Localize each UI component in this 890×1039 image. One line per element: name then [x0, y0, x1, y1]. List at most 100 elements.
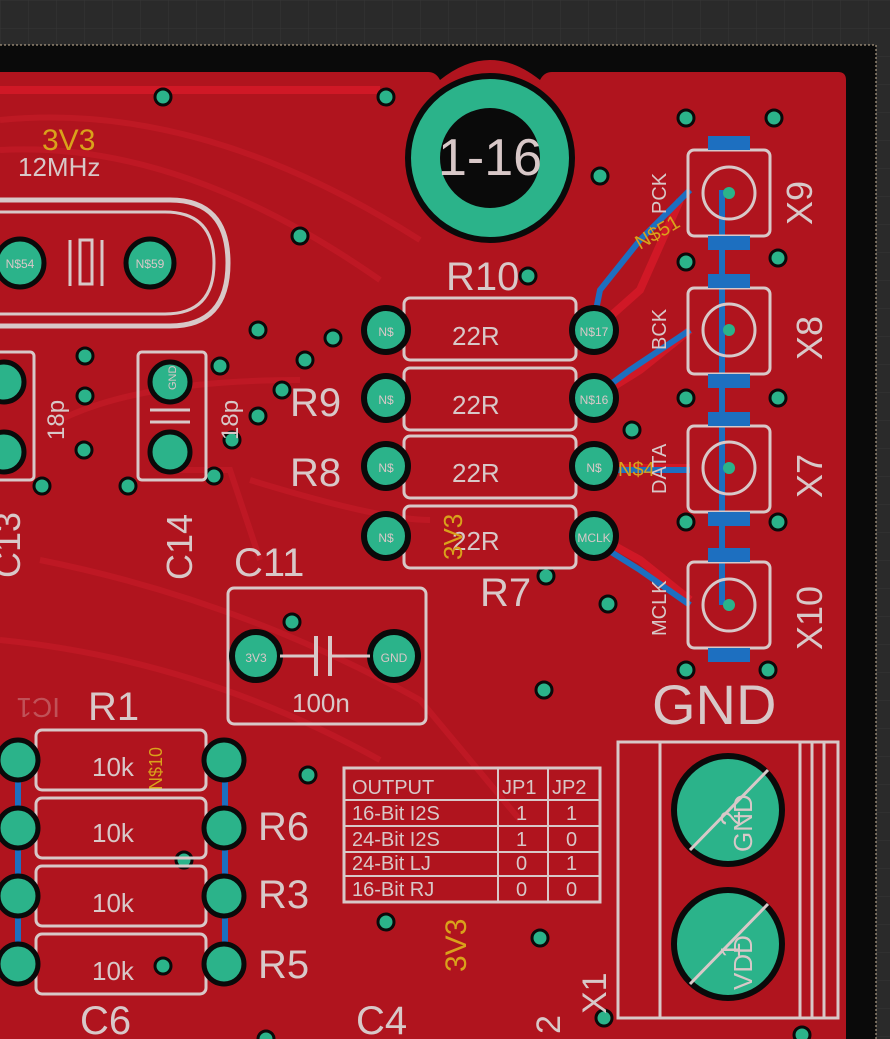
- x10-label: X10: [789, 586, 830, 650]
- terminal-vdd-label: VDD: [728, 935, 758, 990]
- terminal-pin2-number: 2: [715, 810, 746, 826]
- resistor-r7[interactable]: R7 22R MCLK N$: [361, 504, 619, 615]
- r8-pad-left: N$: [378, 461, 394, 475]
- c11-pad-2: GND: [381, 651, 408, 665]
- r1-value: 10k: [92, 752, 135, 782]
- table-cell: 1: [516, 829, 527, 851]
- r9-value: 22R: [452, 390, 500, 420]
- r5-label: R5: [258, 943, 309, 987]
- table-cell: 1: [566, 853, 577, 875]
- r9-pad-left: N$: [378, 393, 394, 407]
- rail-label-mid: 3V3: [438, 514, 468, 560]
- table-cell: 24-Bit LJ: [352, 853, 431, 875]
- table-cell: 0: [516, 879, 527, 901]
- r1-label: R1: [88, 685, 139, 729]
- table-cell: 1: [566, 803, 577, 825]
- resistor-r8[interactable]: R8 22R N$ N$: [290, 434, 619, 500]
- rail-label-bottom: 3V3: [440, 919, 473, 972]
- c11-label: C11: [234, 541, 304, 585]
- r8-value: 22R: [452, 458, 500, 488]
- table-cell: 16-Bit RJ: [352, 879, 434, 901]
- resistor-r3[interactable]: R3 10k: [0, 864, 309, 928]
- table-cell: 1: [516, 803, 527, 825]
- x7-label: X7: [789, 454, 830, 498]
- r7-pad-right: MCLK: [577, 531, 610, 545]
- pour-traces: [0, 114, 523, 822]
- capacitor-c14[interactable]: GND C14 18p: [136, 350, 244, 580]
- crystal-12mhz[interactable]: 3V3 12MHz N$54 N$59: [0, 124, 231, 329]
- table-cell: 16-Bit I2S: [352, 803, 440, 825]
- resistor-r5[interactable]: R5 10k: [0, 932, 309, 996]
- table-cell: 0: [566, 829, 577, 851]
- crystal-pad-1[interactable]: [0, 236, 47, 290]
- copper-pour: [0, 60, 846, 1039]
- connector-x8[interactable]: X8 BCK: [649, 274, 830, 388]
- resistor-r6[interactable]: R6 10k: [0, 796, 309, 860]
- gnd-label: GND: [652, 673, 776, 736]
- crystal-name: 3V3: [42, 124, 95, 157]
- ic1-label: IC1: [16, 692, 60, 723]
- table-cell: 0: [566, 879, 577, 901]
- r3-label: R3: [258, 873, 309, 917]
- r10-pad-right: N$17: [580, 325, 609, 339]
- c13-label: C13: [0, 512, 28, 578]
- x7-signal: DATA: [649, 443, 671, 494]
- r10-label: R10: [446, 255, 519, 299]
- c11-pad-1: 3V3: [245, 651, 267, 665]
- r6-label: R6: [258, 805, 309, 849]
- connector-x9[interactable]: X9 PCK: [649, 136, 820, 250]
- r3-value: 10k: [92, 888, 135, 918]
- net-label-n4: N$4: [618, 459, 655, 481]
- terminal-label: X1: [576, 972, 614, 1014]
- c11-value: 100n: [292, 688, 350, 718]
- crystal-value: 12MHz: [18, 152, 100, 182]
- c13-value: 18p: [43, 400, 70, 440]
- terminal-pin1-number: 1: [715, 942, 746, 958]
- c14-label: C14: [159, 514, 200, 580]
- table-header-output: OUTPUT: [352, 777, 434, 799]
- table-header-jp1: JP1: [502, 777, 536, 799]
- r8-label: R8: [290, 451, 341, 495]
- r6-value: 10k: [92, 818, 135, 848]
- r7-label: R7: [480, 571, 531, 615]
- r7-value: 22R: [452, 526, 500, 556]
- c6-label: C6: [80, 999, 131, 1039]
- table-header-jp2: JP2: [552, 777, 586, 799]
- crystal-pad-1-label: N$54: [6, 257, 35, 271]
- mount-hole[interactable]: 1-16: [405, 73, 575, 243]
- r9-label: R9: [290, 381, 341, 425]
- crystal-pad-2-label: N$59: [136, 257, 165, 271]
- r10-value: 22R: [452, 321, 500, 351]
- x9-label: X9: [779, 181, 820, 225]
- terminal-gnd-label: GND: [728, 794, 758, 852]
- net-label-n10: N$10: [146, 747, 166, 790]
- c4-label: C4: [356, 999, 407, 1039]
- x10-signal: MCLK: [649, 580, 671, 636]
- vias: [32, 87, 812, 1039]
- crystal-pad-2[interactable]: [123, 236, 177, 290]
- connector-x10[interactable]: X10 MCLK: [649, 548, 830, 662]
- resistor-r10[interactable]: R10 22R N$17 N$: [361, 255, 619, 362]
- capacitor-c11[interactable]: C11 100n 3V3 GND: [226, 541, 428, 726]
- r5-value: 10k: [92, 956, 135, 986]
- resistor-r1[interactable]: R1 10k: [0, 685, 247, 792]
- table-cell: 24-Bit I2S: [352, 829, 440, 851]
- c14-pad-label: GND: [167, 366, 179, 391]
- x9-signal: PCK: [649, 172, 671, 214]
- resistor-r9[interactable]: R9 22R N$16 N$: [290, 366, 619, 432]
- connector-x7[interactable]: X7 DATA: [649, 412, 830, 526]
- r9-pad-right: N$16: [580, 393, 609, 407]
- bottom-edge-label: 2: [530, 1015, 568, 1034]
- table-cell: 0: [516, 853, 527, 875]
- capacitor-c13[interactable]: C13 18p: [0, 350, 70, 578]
- r10-pad-left: N$: [378, 325, 394, 339]
- mount-hole-label: 1-16: [438, 129, 542, 187]
- crystal-symbol: [78, 238, 94, 286]
- jumper-table: OUTPUT JP1 JP2 16-Bit I2S 1 1 24-Bit I2S…: [342, 766, 602, 904]
- x8-signal: BCK: [649, 308, 671, 350]
- terminal-x1[interactable]: GND VDD 2 1 X1: [576, 740, 840, 1020]
- x8-label: X8: [789, 316, 830, 360]
- c14-value: 18p: [217, 400, 244, 440]
- r7-pad-left: N$: [378, 531, 394, 545]
